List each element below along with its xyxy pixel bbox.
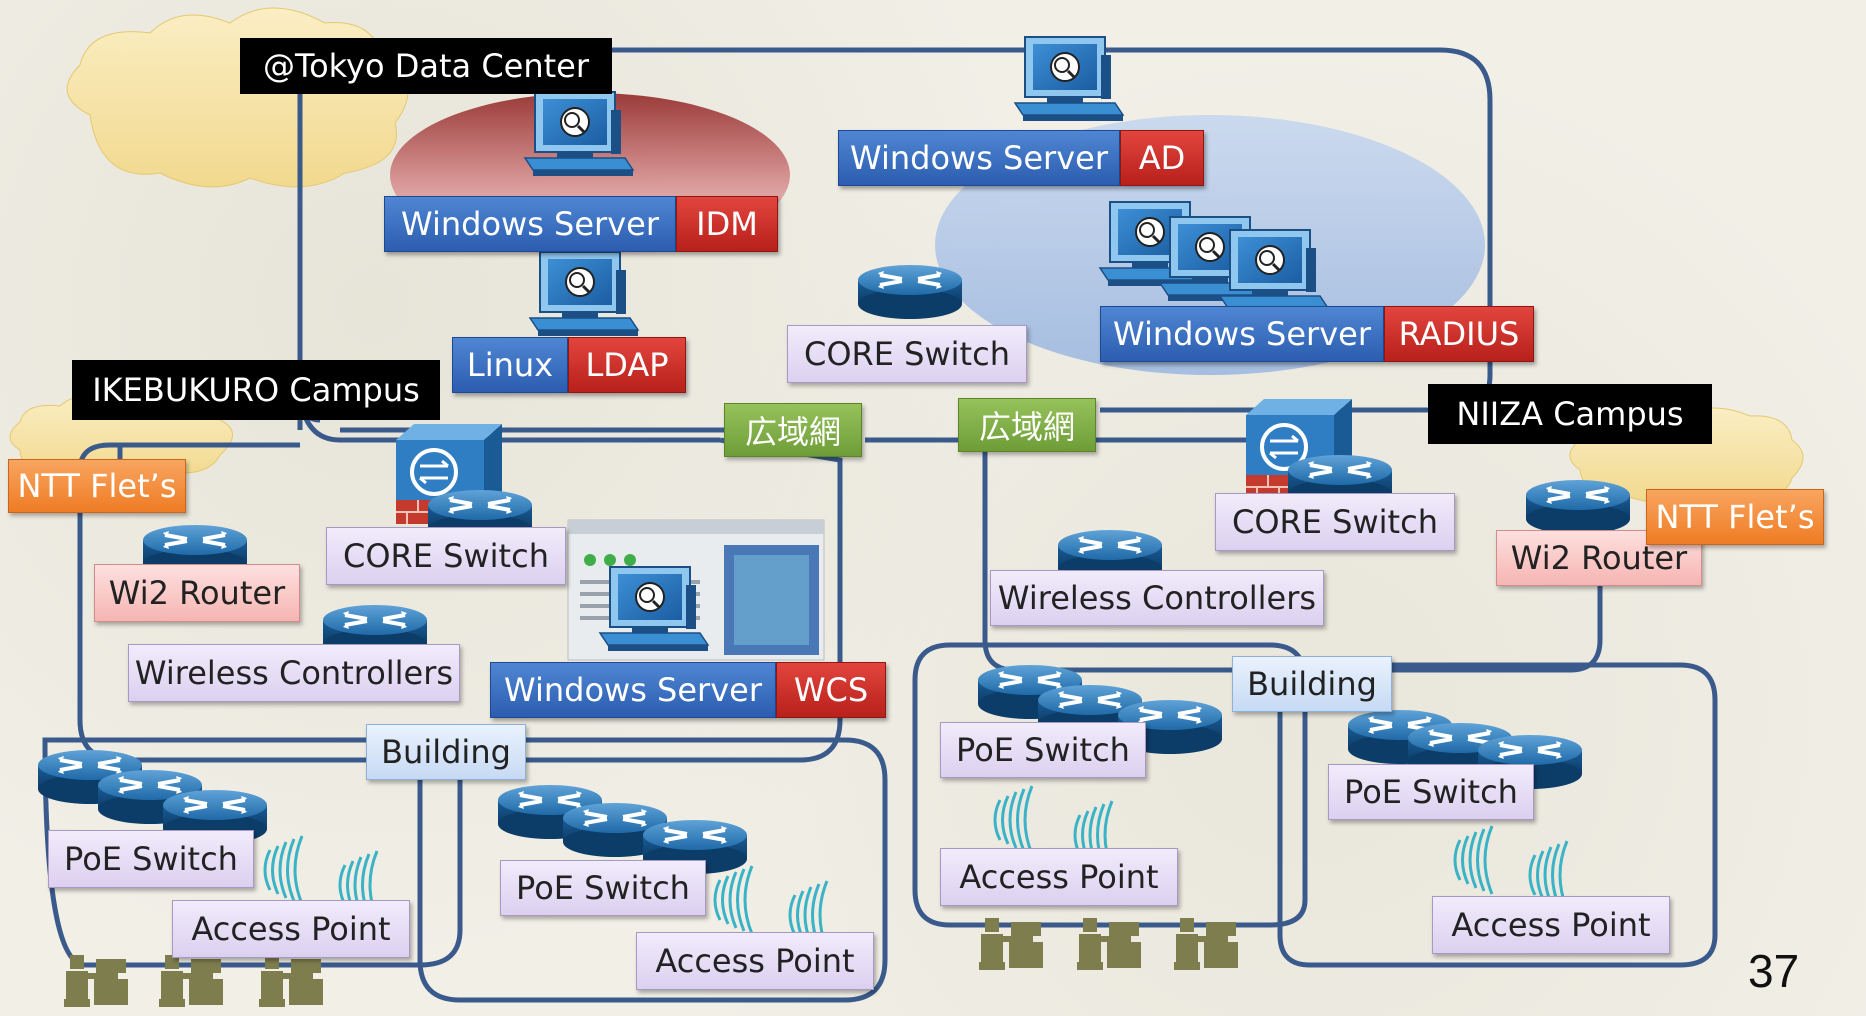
router-icon [1524,478,1632,536]
wireless-signal-icon [713,864,754,936]
wireless-controllers-niiza: Wireless Controllers [990,570,1324,626]
user-workstation-icon [259,955,323,1007]
wcs-server-role: WCS [776,662,886,718]
user-workstation-icon [159,955,223,1007]
wan-label-left: 広域網 [724,403,862,457]
ikebukuro-campus-label: IKEBUKURO Campus [72,360,440,420]
building-label-niiza: Building [1232,656,1392,712]
user-workstation-icon [64,955,128,1007]
router-icon [856,263,964,321]
wireless-controllers-ikebukuro: Wireless Controllers [128,644,460,702]
wi2-router-ikebukuro: Wi2 Router [94,564,300,622]
radius-server-role: RADIUS [1384,306,1534,362]
user-workstation-icon [1077,918,1141,970]
wireless-signal-icon [993,784,1034,856]
wireless-signal-icon [1453,824,1494,896]
core-switch-tokyo: CORE Switch [787,325,1027,383]
ad-server-role: AD [1120,130,1204,186]
cloud-icon [66,7,409,188]
building-4 [1277,662,1718,968]
access-point-4: Access Point [1432,896,1670,954]
building-2 [417,737,888,1003]
building-3 [912,642,1308,928]
poe-switch-4: PoE Switch [1328,764,1534,820]
ntt-flets-niiza: NTT Flet’s [1646,489,1824,545]
core-switch-ikebukuro: CORE Switch [326,527,566,585]
poe-switch-2: PoE Switch [500,860,706,916]
access-point-3: Access Point [940,848,1178,906]
page-number: 37 [1748,945,1800,997]
poe-switch-1: PoE Switch [48,830,254,888]
ldap-server-role: LDAP [568,337,686,393]
idm-server-os: Windows Server [384,196,676,252]
core-switch-niiza: CORE Switch [1215,493,1455,551]
idm-server-role: IDM [676,196,778,252]
wireless-signal-icon [263,834,304,906]
wcs-server-os: Windows Server [490,662,776,718]
user-workstation-icon [1174,918,1238,970]
radius-server-os: Windows Server [1100,306,1384,362]
building-label-ikebukuro: Building [366,724,526,780]
access-point-2: Access Point [636,932,874,990]
ldap-server-os: Linux [452,337,568,393]
wan-label-right: 広域網 [958,398,1096,452]
niiza-campus-label: NIIZA Campus [1428,384,1712,444]
ad-server-os: Windows Server [838,130,1120,186]
tokyo-datacenter-label: @Tokyo Data Center [240,38,612,94]
ntt-flets-ikebukuro: NTT Flet’s [8,459,186,513]
access-point-1: Access Point [172,900,410,958]
server-computer-icon [528,250,640,338]
user-workstation-icon [979,918,1043,970]
poe-switch-3: PoE Switch [940,722,1146,778]
